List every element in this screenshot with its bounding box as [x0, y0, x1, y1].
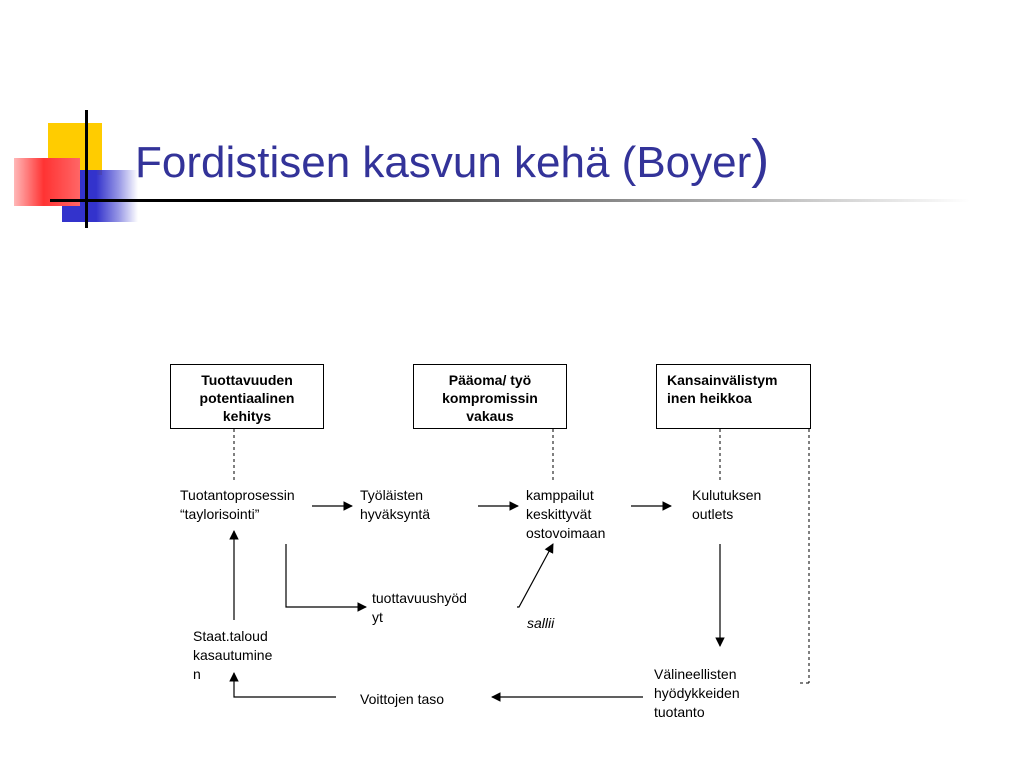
page-title-text: Fordistisen kasvun kehä (Boyer [135, 138, 752, 187]
node-profit-level: Voittojen taso [360, 691, 445, 707]
box-productivity-text: Tuottavuuden potentiaalinen kehitys [199, 372, 295, 424]
node-intermediate-goods: Välineellisten hyödykkeiden tuotanto [654, 666, 740, 720]
page-title: Fordistisen kasvun kehä (Boyer) [135, 128, 769, 190]
page-title-close-paren: ) [751, 129, 770, 189]
title-underline [50, 199, 970, 202]
arrow-profits-to-accumulation [229, 672, 336, 698]
node-production-process: Tuotantoprosessin “taylorisointi” [180, 487, 295, 522]
box-capital-labour: Pääoma/ työ kompromissin vakaus [413, 364, 567, 429]
box-capital-labour-text: Pääoma/ työ kompromissin vakaus [442, 372, 538, 424]
box-internationalization-text: Kansainvälistym inen heikkoa [667, 372, 778, 406]
arrow-gains-to-bargaining [517, 543, 554, 608]
label-allows: sallii [527, 615, 555, 631]
box-internationalization: Kansainvälistym inen heikkoa [656, 364, 811, 429]
box-productivity: Tuottavuuden potentiaalinen kehitys [170, 364, 324, 429]
node-productivity-gains: tuottavuushyöd yt [372, 590, 467, 625]
logo-red-square [14, 158, 80, 206]
node-wage-bargaining: kamppailut keskittyvät ostovoimaan [526, 487, 606, 541]
node-worker-acceptance: Työläisten hyväksyntä [360, 487, 431, 522]
node-consumption: Kulutuksen outlets [692, 487, 762, 522]
logo-vertical-line [85, 110, 88, 228]
arrow-process-to-gains [285, 544, 367, 612]
node-accumulation: Staat.taloud kasautumine n [193, 628, 273, 682]
